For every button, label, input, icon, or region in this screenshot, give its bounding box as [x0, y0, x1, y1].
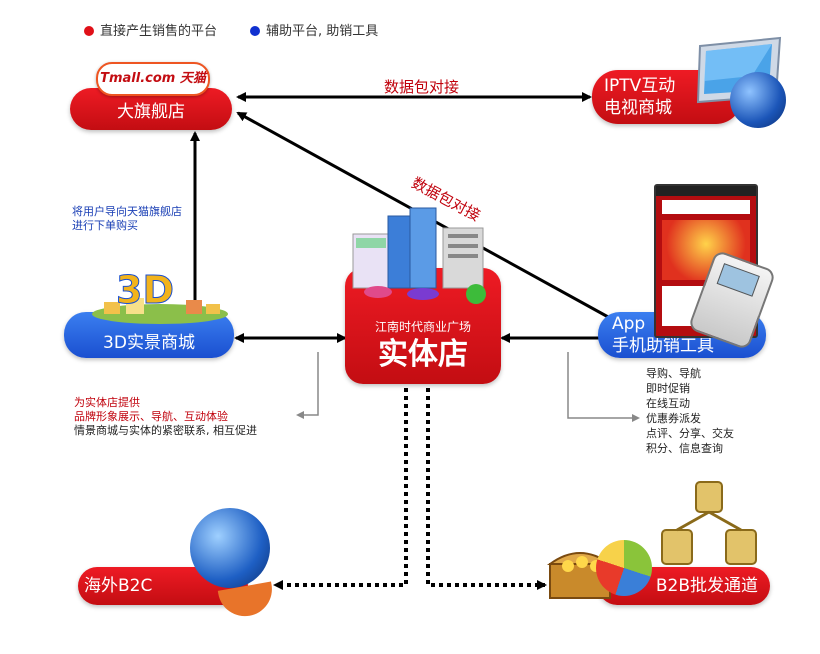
note-store-line1: 为实体店提供	[74, 396, 140, 409]
red-dot-icon	[84, 26, 94, 36]
note-3d-line1: 将用户导向天猫旗舰店	[72, 205, 182, 218]
tmall-logo-text: Tmall.com 天猫	[100, 71, 206, 86]
pie-chart-icon	[596, 540, 652, 596]
legend-blue-label: 辅助平台, 助销工具	[266, 24, 379, 39]
edge-store-overseas	[273, 388, 408, 590]
note-3d-to-tmall: 将用户导向天猫旗舰店 进行下单购买	[72, 205, 182, 233]
globe-icon-overseas	[190, 508, 270, 588]
legend-auxiliary: 辅助平台, 助销工具	[250, 20, 378, 39]
tmall-label: 大旗舰店	[117, 102, 185, 122]
iptv-line2: 电视商城	[604, 98, 672, 118]
app-feature-item: 即时促销	[646, 382, 690, 395]
city-buildings-icon	[348, 206, 498, 306]
3d-logo: 3D	[116, 268, 175, 313]
edge-store-note	[296, 352, 319, 419]
edge-label-tmall-iptv: 数据包对接	[384, 78, 460, 96]
app-feature-item: 点评、分享、交友	[646, 427, 734, 440]
edge-app-features	[567, 352, 640, 422]
app-line1: App	[612, 314, 646, 334]
app-feature-item: 导购、导航	[646, 367, 701, 380]
iptv-line1: IPTV互动	[604, 76, 676, 96]
note-store-line2: 品牌形象展示、导航、互动体验	[74, 410, 228, 423]
mall3d-label: 3D实景商城	[103, 333, 195, 353]
app-line2: 手机助销工具	[612, 336, 714, 356]
legend-red-label: 直接产生销售的平台	[100, 24, 218, 39]
legend-direct-sales: 直接产生销售的平台	[84, 20, 217, 39]
app-feature-item: 优惠券派发	[646, 412, 701, 425]
note-3d-line2: 进行下单购买	[72, 219, 138, 232]
b2b-label: B2B批发通道	[655, 576, 758, 596]
note-store-for: 为实体店提供 品牌形象展示、导航、互动体验 情景商城与实体的紧密联系, 相互促进	[74, 396, 257, 438]
tmall-logo: Tmall.com 天猫	[96, 62, 210, 96]
app-feature-item: 在线互动	[646, 397, 690, 410]
b2b-figure-icon	[654, 480, 764, 570]
app-feature-list: 导购、导航 即时促销 在线互动 优惠券派发 点评、分享、交友 积分、信息查询	[646, 366, 734, 456]
store-subtitle: 江南时代商业广场	[374, 320, 471, 334]
3d-town-icon: 3D	[90, 268, 230, 324]
overseas-label: 海外B2C	[84, 576, 153, 596]
tmall-node: Tmall.com 天猫 大旗舰店	[70, 62, 232, 130]
store-title: 实体店	[378, 337, 468, 372]
edge-store-b2b	[426, 388, 547, 590]
globe-icon	[730, 72, 786, 128]
blue-dot-icon	[250, 26, 260, 36]
note-store-line3: 情景商城与实体的紧密联系, 相互促进	[74, 424, 257, 437]
app-feature-item: 积分、信息查询	[646, 442, 723, 455]
